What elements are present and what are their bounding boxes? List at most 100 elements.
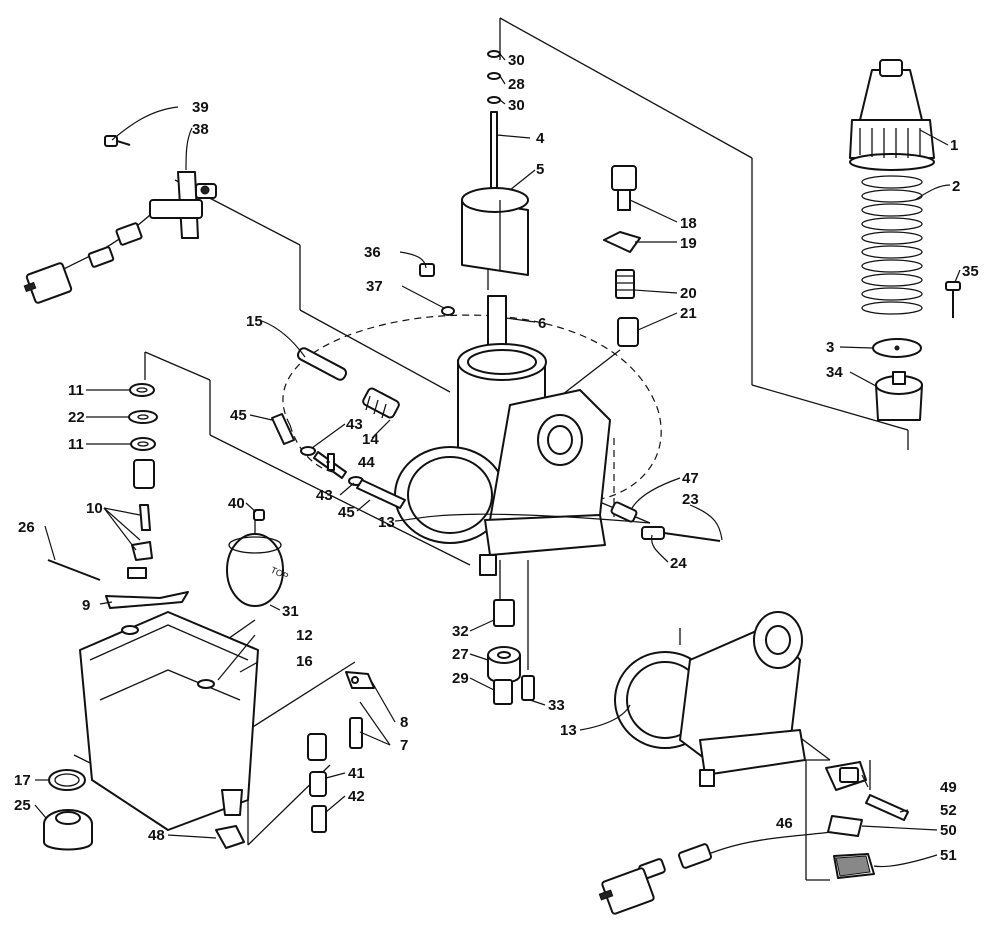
needle-clip-washers [487, 50, 501, 104]
callout-26: 26 [18, 519, 35, 536]
callout-4: 4 [536, 130, 545, 147]
callout-3: 3 [826, 339, 834, 356]
callout-25: 25 [14, 797, 31, 814]
callout-30-top: 30 [508, 52, 525, 69]
sensor-housing [825, 761, 867, 791]
sensor-pad [833, 853, 875, 879]
callout-47: 47 [682, 470, 699, 487]
choke-spring [362, 387, 400, 419]
callout-37: 37 [366, 278, 383, 295]
pilot-spring [615, 269, 635, 299]
throttle-slide [461, 187, 529, 276]
vent-hose-upper [271, 413, 295, 445]
jet-holder [487, 646, 521, 684]
fitting-gasket [603, 231, 641, 253]
callout-17: 17 [14, 772, 31, 789]
callout-46: 46 [776, 815, 793, 832]
callout-43-lower: 43 [316, 487, 333, 504]
callout-2: 2 [952, 178, 960, 195]
callout-50: 50 [940, 822, 957, 839]
callout-36: 36 [364, 244, 381, 261]
adjuster-screw [311, 805, 327, 833]
bowl-drain-plug [215, 825, 245, 849]
cable-retainer [875, 371, 923, 421]
callout-40: 40 [228, 495, 245, 512]
callout-27: 27 [452, 646, 469, 663]
callout-52: 52 [940, 802, 957, 819]
callout-6: 6 [538, 315, 546, 332]
callout-15: 15 [246, 313, 263, 330]
slide-return-spring [861, 175, 923, 315]
pilot-plunger [617, 317, 639, 347]
float-valve-washers [128, 383, 158, 451]
callout-8: 8 [400, 714, 408, 731]
callout-48: 48 [148, 827, 165, 844]
callout-14: 14 [362, 431, 379, 448]
main-jet [493, 679, 513, 705]
callout-20: 20 [680, 285, 697, 302]
callout-12: 12 [296, 627, 313, 644]
throttle-stop-screw [610, 501, 638, 523]
callout-43-upper: 43 [346, 416, 363, 433]
callout-11-top: 11 [68, 382, 84, 399]
callout-45-upper: 45 [230, 407, 247, 424]
callout-34: 34 [826, 364, 843, 381]
sensor-group-bracket [805, 759, 830, 881]
callout-13-lower: 13 [560, 722, 577, 739]
sensor-element [827, 815, 863, 837]
sensor-bracket [149, 171, 217, 239]
carburetor-top-cap [849, 59, 935, 171]
callout-5: 5 [536, 161, 544, 178]
pilot-jet [521, 675, 535, 701]
sensor-screw [865, 794, 909, 821]
callout-31: 31 [282, 603, 299, 620]
callout-10: 10 [86, 500, 103, 517]
sensor-harness-connector [23, 214, 151, 304]
callout-33: 33 [548, 697, 565, 714]
sensor-wire-connector [598, 831, 833, 915]
jet-needle [490, 111, 498, 193]
callout-45-lower: 45 [338, 504, 355, 521]
adjuster-sleeve [307, 733, 327, 761]
callout-13-upper: 13 [378, 514, 395, 531]
spring-seat-washer [872, 338, 922, 358]
pilot-screw [641, 526, 721, 542]
tee-fitting [313, 451, 347, 479]
callout-23: 23 [682, 491, 699, 508]
callout-32: 32 [452, 623, 469, 640]
callout-39: 39 [192, 99, 209, 116]
callout-28: 28 [508, 76, 525, 93]
callout-38: 38 [192, 121, 209, 138]
adjuster-spring [309, 771, 327, 797]
leader-lines [34, 53, 961, 868]
callout-51: 51 [940, 847, 957, 864]
float: TOP [226, 533, 290, 607]
callout-1: 1 [950, 137, 958, 154]
slide-stop-screw [419, 263, 435, 277]
plate-screw [349, 717, 363, 749]
retainer-screw [945, 281, 961, 318]
callout-35: 35 [962, 263, 979, 280]
throttle-stop-plate [345, 671, 375, 689]
slide-stop-washer [441, 306, 455, 316]
float-bowl [79, 611, 259, 831]
carburetor-body [394, 295, 611, 576]
float-needle-valve [131, 459, 155, 561]
hose-clamp-upper [300, 446, 316, 456]
callout-41: 41 [348, 765, 365, 782]
drain-plug [43, 809, 93, 851]
callout-21: 21 [680, 305, 697, 322]
callout-22: 22 [68, 409, 85, 426]
callout-9: 9 [82, 597, 90, 614]
callout-29: 29 [452, 670, 469, 687]
float-arm [105, 567, 189, 609]
callout-24: 24 [670, 555, 687, 572]
callout-11-bottom: 11 [68, 436, 84, 453]
callout-7: 7 [400, 737, 408, 754]
carburetor-body-lower-view [614, 611, 806, 787]
float-plug [253, 509, 265, 521]
vent-hose-lower [356, 479, 406, 509]
callout-42: 42 [348, 788, 365, 805]
callout-16: 16 [296, 653, 313, 670]
